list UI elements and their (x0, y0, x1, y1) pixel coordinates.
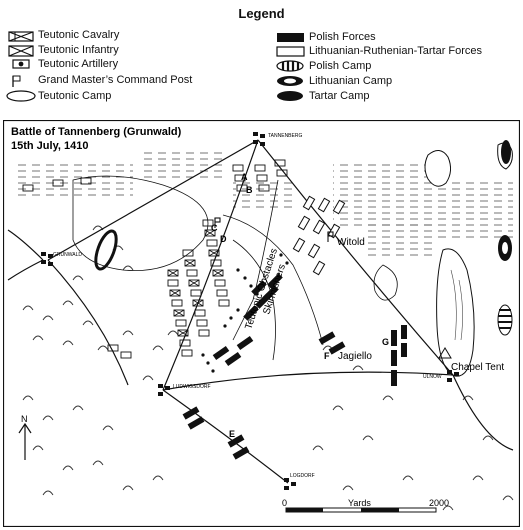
teutonic-artillery-icon (12, 59, 30, 69)
legend-label-teutonic-artillery: Teutonic Artillery (38, 58, 119, 70)
legend-label-teutonic-cavalry: Teutonic Cavalry (38, 29, 120, 41)
map-title-line1: Battle of Tannenberg (Grunwald) (11, 126, 182, 138)
teutonic-column-1 (167, 159, 288, 357)
letter-a: A (241, 172, 248, 182)
legend-label-tartar-camp: Tartar Camp (309, 90, 370, 102)
marsh-terrain (13, 150, 513, 260)
letter-f: F (324, 351, 330, 361)
polish-forces (182, 273, 407, 460)
lake-north (424, 150, 452, 187)
label-jagiello: Jagiello (338, 351, 372, 362)
legend-label-polish-camp: Polish Camp (309, 60, 372, 72)
woodland-terrain (22, 225, 514, 511)
legend-title: Legend (238, 6, 285, 21)
letter-g: G (382, 337, 389, 347)
roads (7, 139, 514, 484)
teutonic-infantry-icon (8, 45, 34, 57)
teutonic-camp (94, 229, 118, 271)
scale-bar (285, 507, 437, 513)
lithuanian-forces (292, 195, 346, 276)
village-markers (41, 132, 459, 490)
hill-contour (72, 175, 209, 271)
map-title-line2: 15th July, 1410 (11, 140, 88, 152)
polish-camp (497, 304, 513, 336)
chapel-tent-marker (438, 347, 452, 359)
letter-b: B (246, 185, 253, 195)
place-ludwigsdorf: LUDWIGSDORF (173, 384, 211, 390)
letter-c: C (211, 223, 218, 233)
place-ulnow: ULNOW (423, 374, 442, 380)
legend-label-teutonic-camp: Teutonic Camp (38, 90, 112, 102)
scale-start: 0 (282, 498, 287, 508)
command-post-flags (214, 217, 334, 242)
legend-label-teutonic-infantry: Teutonic Infantry (38, 44, 119, 56)
legend-icons (6, 31, 305, 102)
scale-unit: Yards (348, 498, 371, 508)
teutonic-cavalry-icon (8, 31, 34, 42)
teutonic-camp-icon (6, 90, 36, 102)
lake-hatch (450, 269, 463, 341)
place-logdorf: LOGDORF (290, 473, 315, 479)
letter-d: D (220, 234, 227, 244)
north-arrow (18, 422, 32, 460)
skirmisher-dots (201, 253, 289, 373)
letter-e: E (229, 429, 235, 439)
legend-label-polish-forces: Polish Forces (309, 31, 376, 43)
legend-label-command-post: Grand Master’s Command Post (38, 74, 193, 86)
tartar-camp (501, 140, 511, 164)
label-witold: Witold (337, 237, 365, 248)
scale-end: 2000 (429, 498, 449, 508)
place-grunwald: GRUNWALD (53, 252, 82, 258)
command-post-flag-icon (12, 75, 21, 87)
polish-camp-icon (276, 60, 304, 72)
legend-label-lithuanian-camp: Lithuanian Camp (309, 75, 393, 87)
north-label: N (21, 414, 28, 424)
teutonic-army (22, 159, 288, 359)
polish-forces-icon (277, 33, 304, 42)
legend-label-lithuanian-forces: Lithuanian-Ruthenian-Tartar Forces (309, 45, 483, 57)
lake-east (436, 248, 475, 377)
place-tannenberg: TANNENBERG (268, 133, 302, 139)
tartar-camp-icon (277, 91, 303, 101)
lithuanian-camp-icon (277, 76, 303, 86)
label-chapel-tent: Chapel Tent (451, 362, 504, 373)
battle-map: Battle of Tannenberg (Grunwald) 15th Jul… (3, 120, 520, 527)
lithuanian-forces-icon (276, 46, 305, 57)
